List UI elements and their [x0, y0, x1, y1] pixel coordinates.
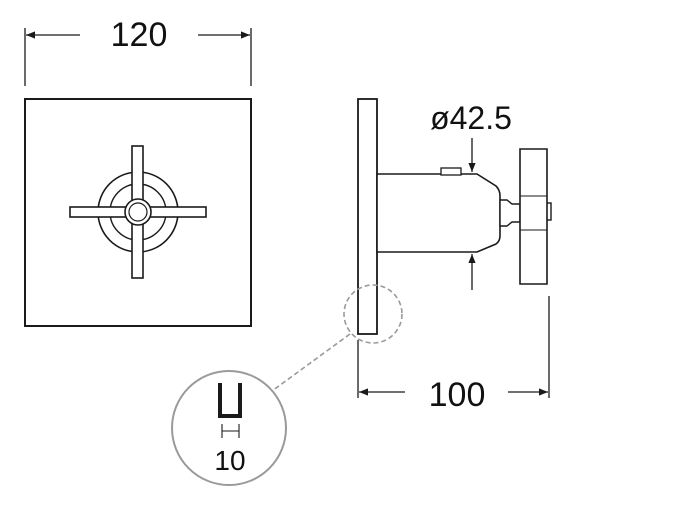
side-wall-plate: [357, 98, 378, 335]
side-view: ø42.5 100: [357, 98, 552, 414]
detail-leader-line: [271, 333, 351, 392]
detail-plate-section: [218, 383, 242, 418]
spindle-connector: [499, 199, 521, 227]
cover-plate: [24, 98, 252, 327]
valve-top-nub: [440, 167, 462, 176]
detail-thickness-label: 10: [214, 445, 245, 476]
detail-magnified-circle: [171, 370, 287, 486]
detail-callout: 10: [171, 284, 403, 486]
handle-hub-center: [128, 202, 148, 222]
side-handle-arm: [519, 148, 548, 285]
plate-width-label: 120: [111, 16, 168, 54]
stem-diameter-label: ø42.5: [430, 100, 512, 136]
detail-source-circle: [343, 284, 403, 344]
valve-body: [376, 173, 501, 253]
projection-depth-label: 100: [429, 376, 486, 414]
front-view: 120: [24, 16, 252, 327]
